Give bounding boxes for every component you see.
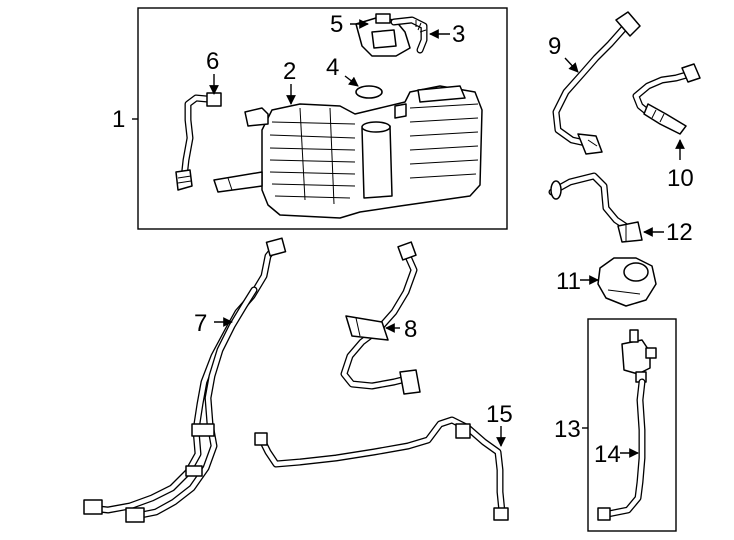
valve-kit-box [587,318,677,532]
housing-11 [597,257,657,307]
valve-hose [390,16,428,54]
callout-4-leader [344,75,359,87]
vent-hose [175,92,222,191]
callout-4: 4 [326,54,339,81]
callout-15: 15 [486,401,513,428]
callout-9-leader [564,57,579,73]
callout-2: 2 [283,58,296,85]
callout-6: 6 [206,48,219,75]
callout-12: 12 [666,219,693,246]
canister [213,85,483,219]
hose-assembly-8 [340,241,421,395]
callout-8: 8 [404,316,417,343]
callout-5: 5 [330,11,343,38]
callout-7: 7 [194,310,207,337]
callout-9: 9 [548,33,561,60]
callout-13: 13 [554,416,581,443]
callout-14: 14 [594,441,621,468]
oxygen-sensor-10 [632,63,701,135]
hose-14 [597,378,646,521]
callout-3: 3 [452,21,465,48]
o-ring [355,85,383,99]
callout-1: 1 [112,106,125,133]
purge-valve [355,13,411,57]
tube-assembly-15 [254,416,509,521]
callout-10: 10 [667,165,694,192]
hose-assembly-7 [83,237,287,523]
callout-11: 11 [556,268,581,295]
bent-hose-12 [548,172,643,243]
sensor-harness-9 [552,11,641,155]
valve-13 [621,329,657,383]
